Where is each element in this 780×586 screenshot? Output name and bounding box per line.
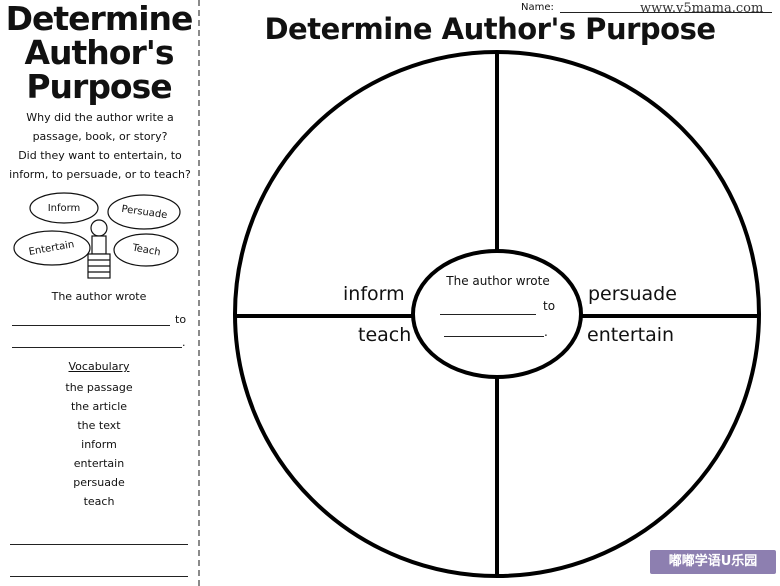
label-entertain: entertain — [587, 324, 675, 346]
name-label: Name: — [521, 2, 554, 13]
vocab-item: the text — [77, 419, 121, 432]
vocab-item: inform — [81, 438, 117, 451]
bottom-blank-1[interactable] — [10, 544, 188, 545]
purpose-wheel — [233, 50, 761, 578]
brand-badge: 嘟嘟学语U乐园 — [650, 550, 776, 574]
left-to: to — [175, 313, 187, 326]
label-persuade: persuade — [588, 283, 677, 305]
left-blank-1[interactable] — [12, 325, 170, 326]
left-title: Determine Author's Purpose — [0, 2, 198, 104]
boy-head — [90, 219, 108, 237]
left-period: . — [182, 336, 186, 349]
left-blank-2[interactable] — [12, 347, 182, 348]
left-author-wrote: The author wrote — [51, 290, 147, 303]
boy-body — [91, 235, 107, 255]
vocab-item: entertain — [73, 457, 125, 470]
vocabulary-heading: Vocabulary — [68, 360, 130, 373]
left-title-line-2: Author's — [24, 33, 175, 72]
vocab-item: teach — [83, 495, 115, 508]
vocabulary-list: the passage the article the text inform … — [0, 378, 198, 511]
vocab-item: persuade — [73, 476, 125, 489]
dashed-divider — [198, 0, 200, 586]
label-inform: inform — [343, 283, 405, 305]
vocab-item: the article — [70, 400, 128, 413]
cloud-teach-shape — [113, 233, 179, 267]
question-1: Why did the author write a passage, book… — [26, 111, 174, 143]
center-author-wrote: The author wrote — [446, 274, 550, 288]
cloud-entertain-shape — [13, 230, 91, 266]
main-title: Determine Author's Purpose — [264, 12, 716, 46]
center-period: . — [544, 325, 548, 339]
cloud-persuade-shape — [107, 194, 181, 230]
left-panel: Determine Author's Purpose Why did the a… — [0, 0, 198, 586]
left-title-line-3: Purpose — [26, 67, 172, 106]
cloud-teach-label: Teach — [130, 242, 161, 258]
question-2: Did they want to entertain, to inform, t… — [9, 149, 191, 181]
left-title-line-1: Determine — [5, 0, 194, 38]
center-to: to — [543, 299, 556, 313]
center-blank-2[interactable] — [444, 336, 544, 337]
label-teach: teach — [358, 324, 412, 346]
bottom-blank-2[interactable] — [10, 576, 188, 577]
watermark: www.v5mama.com — [640, 1, 764, 16]
vocab-item: the passage — [65, 381, 133, 394]
cloud-inform-shape — [29, 192, 99, 224]
center-blank-1[interactable] — [440, 314, 536, 315]
name-field[interactable] — [560, 12, 772, 13]
thinking-boy-illustration: Inform Persuade Entertain Teach — [13, 192, 181, 279]
cloud-inform-label: Inform — [48, 203, 81, 214]
